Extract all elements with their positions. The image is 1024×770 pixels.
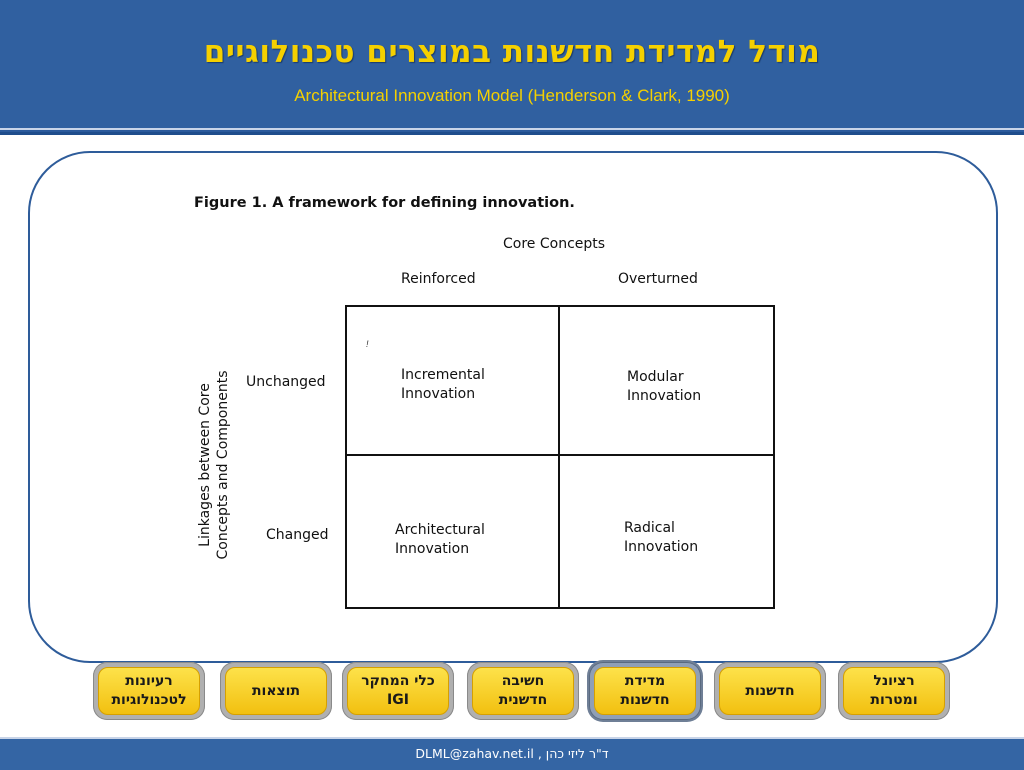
cell-label-line2: Innovation xyxy=(624,539,699,555)
column-label-reinforced: Reinforced xyxy=(401,271,476,287)
nav-button-face[interactable]: תוצאות xyxy=(225,667,327,715)
cell-label-line2: Innovation xyxy=(401,386,476,402)
grid-vertical-divider xyxy=(558,307,560,607)
slide-subtitle: Architectural Innovation Model (Henderso… xyxy=(294,86,730,105)
nav-button-innovative-thinking[interactable]: חשיבה חדשנית xyxy=(467,662,579,720)
cell-radical-innovation: Radical Innovation xyxy=(624,519,754,557)
nav-button-face[interactable]: כלי המחקר IGI xyxy=(347,667,449,715)
nav-button-line1: רעיונות xyxy=(125,673,173,689)
row-axis-label-line1: Linkages between Core xyxy=(197,383,213,547)
row-axis-label-line2: Concepts and Components xyxy=(215,370,231,560)
nav-button-results[interactable]: תוצאות xyxy=(220,662,332,720)
slide-footer: ד"ר ליזי כהן , DLML@zahav.net.il xyxy=(0,737,1024,770)
nav-button-line1: תוצאות xyxy=(251,682,301,699)
nav-button-innovation-measurement[interactable]: מדידת חדשנות xyxy=(589,662,701,720)
cell-modular-innovation: Modular Innovation xyxy=(627,368,757,406)
nav-button-line1: מדידת xyxy=(624,673,666,689)
nav-button-line2: חדשנות xyxy=(620,692,670,708)
nav-button-line1: כלי המחקר xyxy=(361,673,435,689)
nav-button-line1: רציונל xyxy=(873,673,915,689)
navigation-bar: רעיונות לטכנולוגיות תוצאות כלי המחקר IGI ח… xyxy=(0,658,1024,728)
footer-credit: ד"ר ליזי כהן , DLML@zahav.net.il xyxy=(415,746,609,761)
cell-label-line1: Architectural xyxy=(395,522,485,538)
nav-button-line2: ומטרות xyxy=(870,692,918,708)
nav-button-line1: חשיבה xyxy=(501,673,545,689)
column-label-overturned: Overturned xyxy=(618,271,698,287)
nav-button-face[interactable]: מדידת חדשנות xyxy=(594,667,696,715)
row-label-unchanged: Unchanged xyxy=(246,374,326,390)
cell-label-line2: Innovation xyxy=(627,388,702,404)
cell-label-line1: Modular xyxy=(627,369,684,385)
rounded-frame xyxy=(28,151,998,663)
nav-button-face[interactable]: חדשנות xyxy=(719,667,821,715)
slide-header: מודל למדידת חדשנות במוצרים טכנולוגיים Ar… xyxy=(0,0,1024,130)
nav-button-face[interactable]: רעיונות לטכנולוגיות xyxy=(98,667,200,715)
column-axis-label: Core Concepts xyxy=(503,236,606,252)
cell-label-line1: Radical xyxy=(624,520,675,536)
tick-mark: ! xyxy=(366,339,369,349)
nav-button-line2: חדשנית xyxy=(498,692,548,708)
matrix-grid xyxy=(345,305,775,609)
slide-title: מודל למדידת חדשנות במוצרים טכנולוגיים xyxy=(203,34,821,70)
nav-button-face[interactable]: חשיבה חדשנית xyxy=(472,667,574,715)
figure-caption: Figure 1. A framework for defining innov… xyxy=(194,195,575,211)
cell-architectural-innovation: Architectural Innovation xyxy=(395,521,525,559)
grid-horizontal-divider xyxy=(347,454,773,456)
cell-label-line1: Incremental xyxy=(401,367,485,383)
nav-button-face[interactable]: רציונל ומטרות xyxy=(843,667,945,715)
row-label-changed: Changed xyxy=(266,527,329,543)
cell-label-line2: Innovation xyxy=(395,541,470,557)
slide-content: Figure 1. A framework for defining innov… xyxy=(0,132,1024,739)
nav-button-line2: IGI xyxy=(387,692,409,708)
nav-button-line1: חדשנות xyxy=(745,682,795,699)
nav-button-innovation[interactable]: חדשנות xyxy=(714,662,826,720)
innovation-framework-figure: Figure 1. A framework for defining innov… xyxy=(0,135,1024,739)
nav-button-research-tools[interactable]: כלי המחקר IGI xyxy=(342,662,454,720)
nav-button-line2: לטכנולוגיות xyxy=(111,692,187,708)
cell-incremental-innovation: Incremental Innovation xyxy=(401,366,531,404)
nav-button-rationale-and-goals[interactable]: רציונל ומטרות xyxy=(838,662,950,720)
nav-button-ideas-for-technologies[interactable]: רעיונות לטכנולוגיות xyxy=(93,662,205,720)
